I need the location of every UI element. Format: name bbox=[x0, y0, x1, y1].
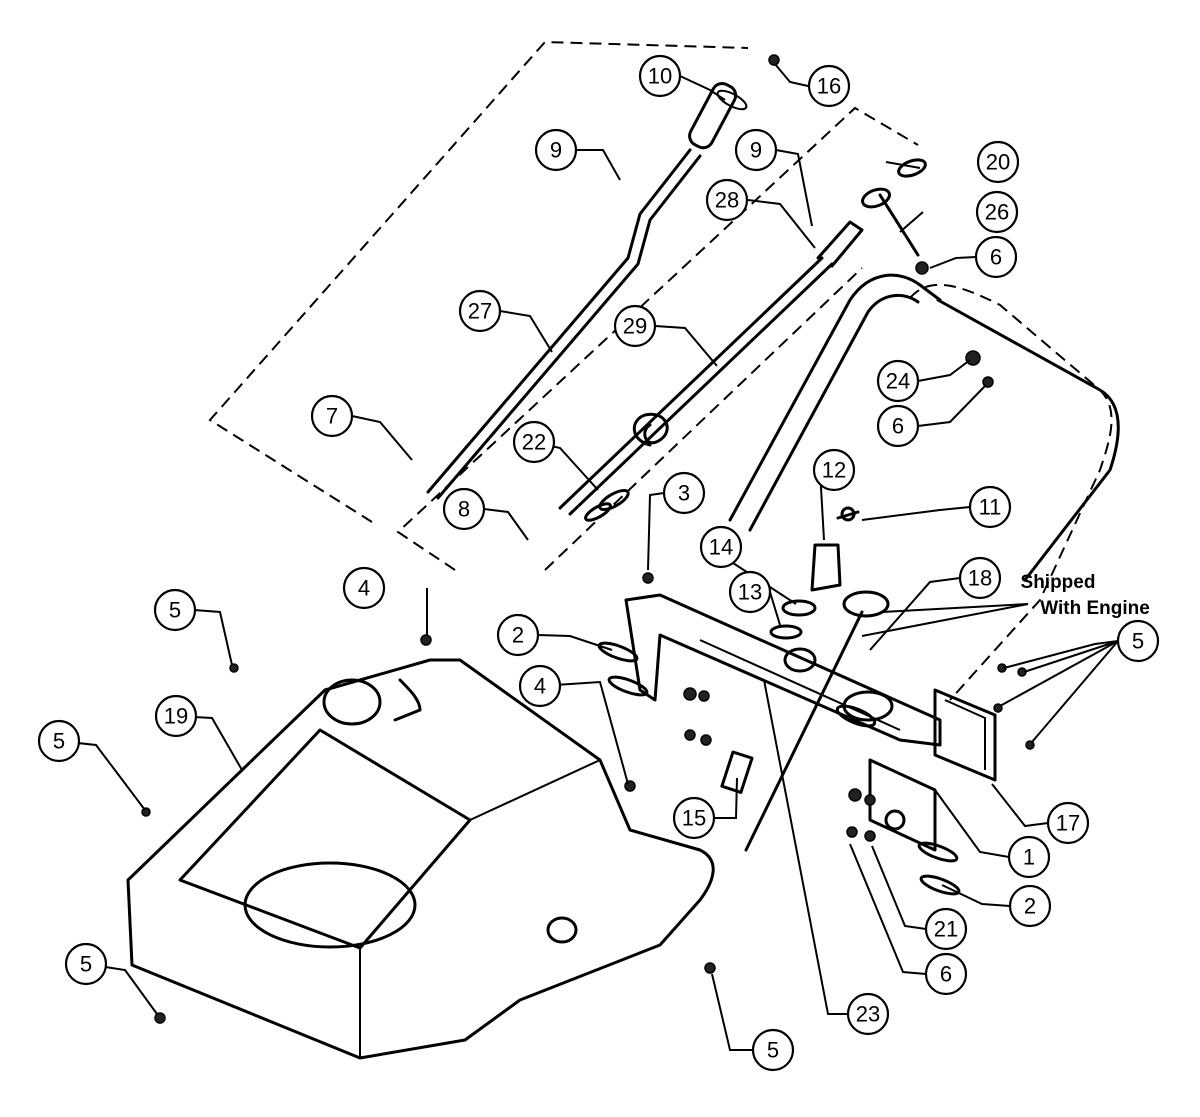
svg-text:9: 9 bbox=[750, 138, 762, 163]
side-bracket-1 bbox=[868, 758, 937, 852]
callout-12: 12 bbox=[812, 448, 856, 492]
callout-9-right: 9 bbox=[734, 128, 778, 172]
svg-text:14: 14 bbox=[709, 535, 733, 560]
svg-text:15: 15 bbox=[682, 806, 706, 831]
callout-1: 1 bbox=[1007, 835, 1051, 879]
callout-18: 18 bbox=[958, 556, 1002, 600]
svg-text:8: 8 bbox=[458, 497, 470, 522]
callout-leaders bbox=[58, 63, 1119, 1051]
callout-15: 15 bbox=[672, 796, 716, 840]
svg-text:18: 18 bbox=[968, 566, 992, 591]
bezel-13 bbox=[769, 624, 817, 673]
svg-text:26: 26 bbox=[985, 200, 1009, 225]
linkage-26 bbox=[861, 158, 929, 275]
svg-text:16: 16 bbox=[817, 74, 841, 99]
svg-text:5: 5 bbox=[169, 598, 181, 623]
key-11 bbox=[836, 506, 860, 522]
callout-17: 17 bbox=[1046, 801, 1090, 845]
svg-text:17: 17 bbox=[1056, 811, 1080, 836]
callout-11: 11 bbox=[968, 485, 1012, 529]
svg-text:13: 13 bbox=[738, 580, 762, 605]
svg-text:7: 7 bbox=[326, 404, 338, 429]
dash-panel-19 bbox=[126, 658, 715, 1060]
callout-5-right: 5 bbox=[1116, 619, 1160, 663]
lower-rod-29 bbox=[558, 220, 864, 516]
shipped-note-line-2: With Engine bbox=[1040, 598, 1150, 619]
switch-15 bbox=[720, 750, 754, 794]
svg-text:5: 5 bbox=[1132, 629, 1144, 654]
callout-26: 26 bbox=[975, 190, 1019, 234]
svg-text:6: 6 bbox=[892, 414, 904, 439]
callout-21: 21 bbox=[924, 907, 968, 951]
svg-text:3: 3 bbox=[678, 481, 690, 506]
upper-handle bbox=[728, 273, 1120, 582]
control-panel-bracket bbox=[624, 593, 942, 747]
callout-23: 23 bbox=[846, 992, 890, 1036]
callout-4-mid: 4 bbox=[518, 664, 562, 708]
svg-text:5: 5 bbox=[53, 729, 65, 754]
bezel-14 bbox=[781, 599, 817, 617]
choke-cable-23 bbox=[744, 610, 864, 852]
callout-27: 27 bbox=[458, 289, 502, 333]
svg-text:6: 6 bbox=[990, 245, 1002, 270]
callout-5-left: 5 bbox=[37, 719, 81, 763]
upper-rod-27 bbox=[426, 148, 702, 500]
callout-24: 24 bbox=[876, 359, 920, 403]
svg-text:5: 5 bbox=[767, 1038, 779, 1063]
callout-5-bottom-left: 5 bbox=[64, 942, 108, 986]
svg-text:4: 4 bbox=[358, 576, 370, 601]
callout-10: 10 bbox=[638, 54, 682, 98]
callout-22: 22 bbox=[512, 420, 556, 464]
key-switch-12 bbox=[810, 543, 842, 592]
svg-text:20: 20 bbox=[986, 150, 1010, 175]
callout-14: 14 bbox=[699, 525, 743, 569]
svg-text:6: 6 bbox=[940, 962, 952, 987]
svg-text:10: 10 bbox=[648, 64, 672, 89]
svg-text:9: 9 bbox=[550, 138, 562, 163]
callout-29: 29 bbox=[613, 304, 657, 348]
spring-clip-22 bbox=[584, 412, 669, 522]
primer-18 bbox=[842, 590, 894, 722]
callout-8: 8 bbox=[442, 487, 486, 531]
svg-text:19: 19 bbox=[164, 704, 188, 729]
callout-20: 20 bbox=[976, 140, 1020, 184]
callout-3: 3 bbox=[662, 471, 706, 515]
svg-text:1: 1 bbox=[1023, 845, 1035, 870]
fasteners bbox=[141, 54, 1035, 1024]
callout-5-top-left: 5 bbox=[153, 588, 197, 632]
svg-text:23: 23 bbox=[856, 1002, 880, 1027]
callout-7: 7 bbox=[310, 394, 354, 438]
callout-4-top: 4 bbox=[342, 566, 386, 610]
svg-text:24: 24 bbox=[886, 369, 910, 394]
grip-10 bbox=[688, 82, 748, 150]
svg-text:22: 22 bbox=[522, 430, 546, 455]
handle-dashed-outline bbox=[909, 283, 1113, 701]
callout-6-top: 6 bbox=[974, 235, 1018, 279]
callout-16: 16 bbox=[807, 64, 851, 108]
shipped-note-line-1: Shipped bbox=[1021, 572, 1096, 593]
svg-text:21: 21 bbox=[934, 917, 958, 942]
mounting-plate-17 bbox=[933, 688, 997, 782]
svg-text:11: 11 bbox=[979, 495, 1002, 520]
callout-28: 28 bbox=[705, 178, 749, 222]
svg-text:29: 29 bbox=[623, 314, 647, 339]
svg-text:4: 4 bbox=[534, 674, 546, 699]
callout-6-mid: 6 bbox=[876, 404, 920, 448]
svg-text:28: 28 bbox=[715, 188, 739, 213]
callout-2-left: 2 bbox=[496, 613, 540, 657]
callout-13: 13 bbox=[728, 570, 772, 614]
svg-text:12: 12 bbox=[822, 458, 846, 483]
callout-5-bottom-right: 5 bbox=[751, 1028, 795, 1072]
svg-text:2: 2 bbox=[512, 623, 524, 648]
callout-2-right: 2 bbox=[1008, 884, 1052, 928]
svg-text:27: 27 bbox=[468, 299, 492, 324]
callout-9-left: 9 bbox=[534, 128, 578, 172]
callout-6-bottom: 6 bbox=[924, 952, 968, 996]
svg-text:2: 2 bbox=[1024, 894, 1036, 919]
callout-19: 19 bbox=[154, 694, 198, 738]
assembly-dashed-outline-left bbox=[208, 40, 749, 523]
svg-text:5: 5 bbox=[80, 952, 92, 977]
